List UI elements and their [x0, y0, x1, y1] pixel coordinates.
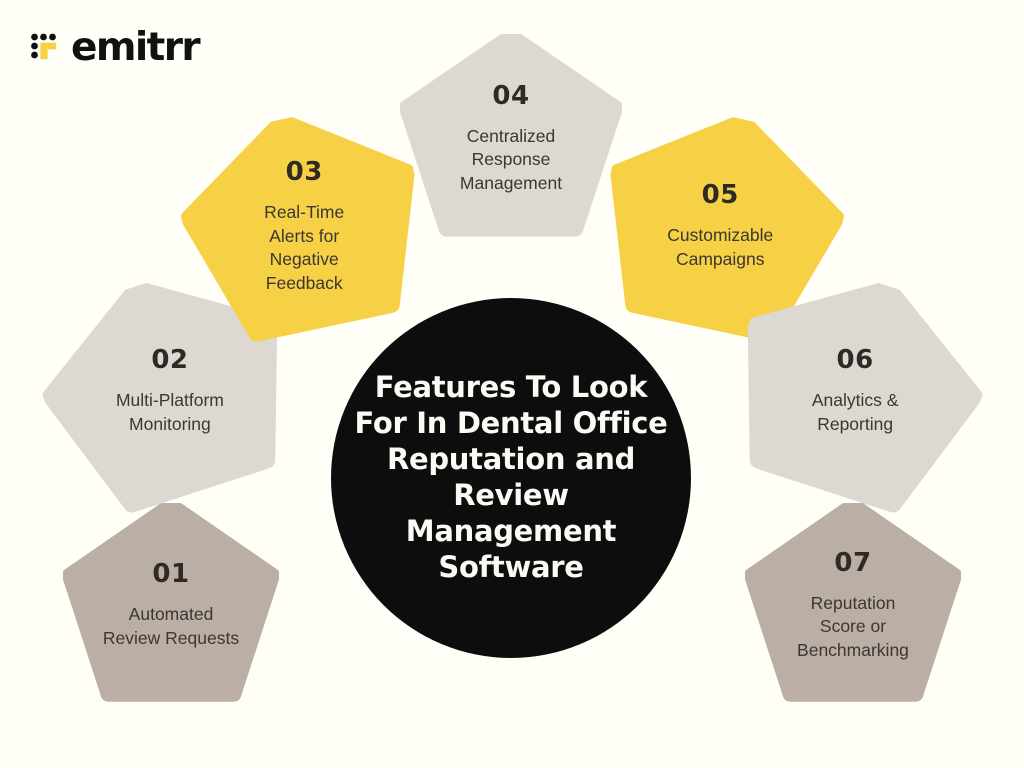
feature-pentagon-01[interactable]: 01 Automated Review Requests	[63, 503, 279, 709]
feature-pentagon-04[interactable]: 04 Centralized Response Management	[400, 34, 622, 244]
feature-label-07: Reputation Score or Benchmarking	[797, 592, 909, 660]
pentagon-shape-07	[745, 503, 961, 702]
pentagon-shape-05	[610, 113, 845, 342]
feature-label-05: Customizable Campaigns	[667, 225, 774, 269]
feature-label-03: Real-Time Alerts for Negative Feedback	[264, 201, 345, 293]
feature-number-07: 07	[834, 547, 872, 578]
pentagon-shape-04	[400, 34, 622, 237]
brand-logo: emitrr	[30, 25, 201, 70]
feature-pentagon-03[interactable]: 03 Real-Time Alerts for Negative Feedbac…	[166, 95, 444, 359]
feature-pentagon-05[interactable]: 05 Customizable Campaigns	[582, 95, 860, 359]
feature-number-06: 06	[836, 345, 874, 376]
emitrr-dot-matrix-icon	[31, 33, 57, 59]
pentagon-shape-06	[747, 280, 983, 513]
feature-label-02: Multi-Platform Monitoring	[116, 390, 224, 435]
feature-pentagon-07[interactable]: 07 Reputation Score or Benchmarking	[745, 503, 961, 709]
feature-pentagon-06[interactable]: 06 Analytics & Reporting	[705, 249, 1006, 536]
page-title: Features To Look For In Dental Office Re…	[354, 370, 668, 584]
brand-wordmark: emitrr	[71, 25, 201, 70]
feature-number-04: 04	[492, 80, 530, 111]
pentagon-shape-03	[180, 113, 415, 342]
pentagon-shape-01	[63, 503, 279, 702]
feature-number-02: 02	[151, 345, 189, 376]
feature-label-01: Automated Review Requests	[102, 604, 240, 648]
feature-number-03: 03	[285, 156, 324, 187]
feature-number-01: 01	[152, 559, 190, 590]
feature-label-04: Centralized Response Management	[459, 125, 563, 193]
feature-number-05: 05	[701, 180, 740, 211]
center-circle: Features To Look For In Dental Office Re…	[331, 298, 691, 658]
feature-label-06: Analytics & Reporting	[811, 390, 899, 434]
